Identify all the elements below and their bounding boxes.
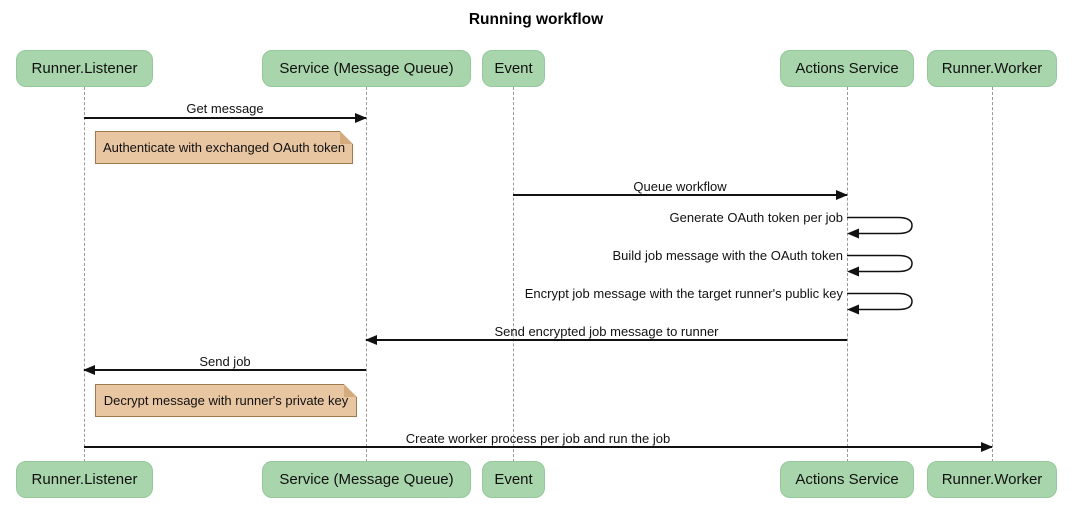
participant-top-runner-worker: Runner.Worker — [927, 50, 1057, 87]
participant-bottom-runner-worker: Runner.Worker — [927, 461, 1057, 498]
message-arrow-send-job — [84, 369, 366, 371]
message-arrow-get-message — [84, 117, 366, 119]
message-label-build-job-message: Build job message with the OAuth token — [612, 248, 843, 263]
message-label-encrypt-job-message: Encrypt job message with the target runn… — [524, 286, 843, 301]
message-label-generate-oauth-token: Generate OAuth token per job — [669, 210, 843, 225]
message-label-create-worker-process: Create worker process per job and run th… — [405, 431, 671, 446]
note-label: Decrypt message with runner's private ke… — [103, 393, 349, 408]
self-loop-arrow — [847, 292, 913, 315]
lifeline-event — [513, 87, 514, 462]
message-arrow-send-encrypted-job — [366, 339, 847, 341]
note-authenticate: Authenticate with exchanged OAuth token — [95, 130, 354, 164]
message-arrow-create-worker-process — [84, 446, 992, 448]
lifeline-actions-service — [847, 87, 848, 462]
note-label: Authenticate with exchanged OAuth token — [102, 140, 346, 155]
participant-top-actions-service: Actions Service — [780, 50, 914, 87]
message-label-get-message: Get message — [186, 101, 264, 116]
note-fold-icon — [340, 130, 354, 144]
message-label-send-job: Send job — [199, 354, 251, 369]
participant-top-event: Event — [482, 50, 545, 87]
participant-bottom-service-message-queue: Service (Message Queue) — [262, 461, 471, 498]
participant-top-service-message-queue: Service (Message Queue) — [262, 50, 471, 87]
message-label-queue-workflow: Queue workflow — [633, 179, 727, 194]
note-fold-icon — [344, 383, 358, 397]
self-loop-arrow — [847, 216, 913, 239]
message-label-send-encrypted-job: Send encrypted job message to runner — [494, 324, 719, 339]
message-arrow-queue-workflow — [513, 194, 847, 196]
lifeline-runner-listener — [84, 87, 85, 462]
lifeline-runner-worker — [992, 87, 993, 462]
participant-top-runner-listener: Runner.Listener — [16, 50, 153, 87]
participant-bottom-actions-service: Actions Service — [780, 461, 914, 498]
diagram-title: Running workflow — [468, 11, 604, 28]
participant-bottom-event: Event — [482, 461, 545, 498]
lifeline-service-message-queue — [366, 87, 367, 462]
note-decrypt: Decrypt message with runner's private ke… — [95, 383, 358, 417]
participant-bottom-runner-listener: Runner.Listener — [16, 461, 153, 498]
self-loop-arrow — [847, 254, 913, 277]
